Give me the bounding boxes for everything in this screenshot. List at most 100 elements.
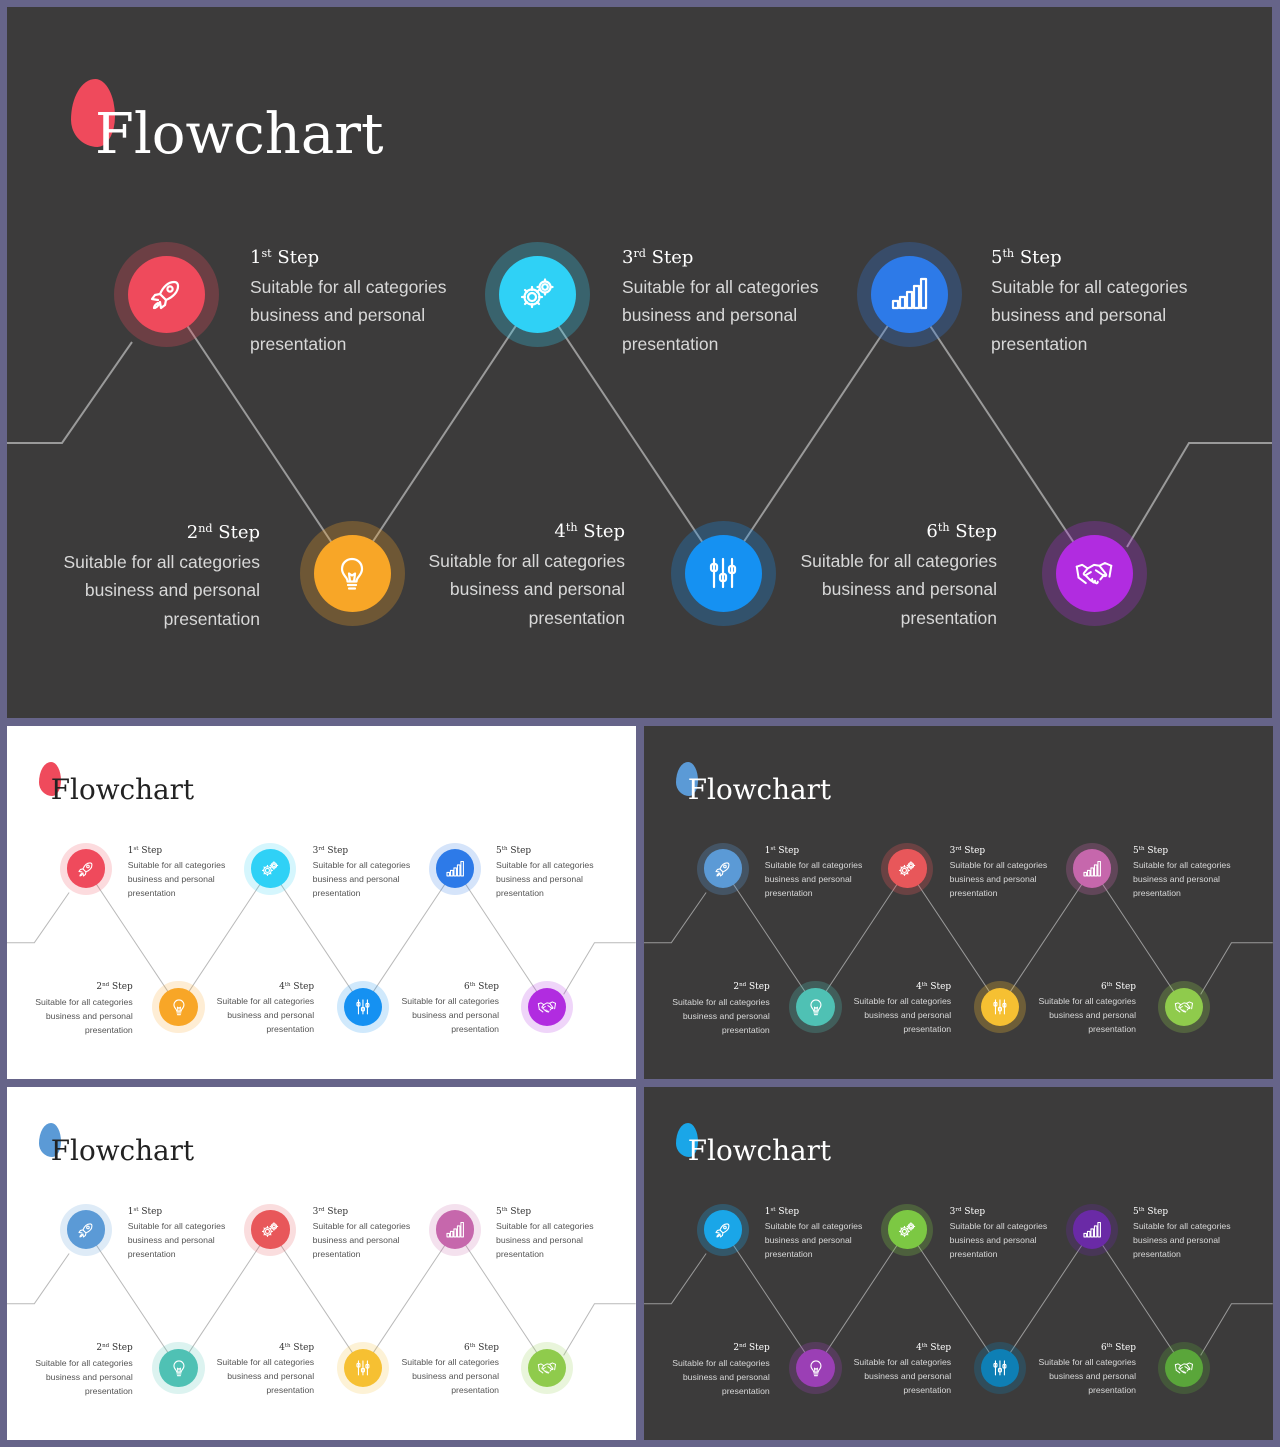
- step-description-line: business and personal: [622, 305, 798, 325]
- step-description-line: presentation: [764, 1249, 813, 1260]
- step-description-line: business and personal: [84, 580, 260, 600]
- rocket-icon: [713, 859, 733, 879]
- step-node-1: [59, 1203, 113, 1256]
- right-lead-line: [1200, 1303, 1273, 1356]
- sliders-icon: [990, 997, 1010, 1017]
- slide-title: Flowchart: [95, 102, 384, 167]
- step-label: Step: [927, 981, 952, 992]
- step-node-2: [789, 1342, 842, 1395]
- step-label: Step: [961, 845, 986, 856]
- step-number: 6: [463, 981, 470, 992]
- step-node-3: [484, 241, 590, 347]
- step-description-line: Suitable for all categories: [250, 276, 447, 297]
- step-node-1: [696, 842, 750, 895]
- step-label: Step: [746, 1343, 770, 1354]
- bar-chart-icon: [445, 1220, 465, 1240]
- step-heading: 5th Step: [496, 1205, 594, 1219]
- step-description-line: business and personal: [682, 1371, 770, 1382]
- step-label: Step: [1112, 981, 1137, 992]
- step-label: Step: [949, 521, 997, 542]
- step-number: 3: [312, 1206, 319, 1217]
- handshake-icon: [537, 997, 557, 1017]
- step-description-line: business and personal: [1133, 1235, 1220, 1246]
- step-ordinal: nd: [102, 1343, 110, 1350]
- step-description-line: presentation: [622, 333, 719, 354]
- step-ordinal: th: [921, 1342, 928, 1349]
- step-description-line: Suitable for all categories: [216, 1357, 315, 1368]
- step-description-line: presentation: [903, 1024, 952, 1035]
- step-description-line: Suitable for all categories: [800, 550, 998, 571]
- step-node-6: [521, 981, 574, 1034]
- step-ordinal: rd: [318, 845, 325, 852]
- step-description-line: business and personal: [412, 1371, 500, 1382]
- step-heading: 6th Step: [1038, 980, 1136, 994]
- step-description-line: Suitable for all categories: [991, 276, 1188, 297]
- step-number: 4: [279, 981, 285, 992]
- step-ordinal: th: [501, 845, 508, 852]
- step-number: 6: [463, 1342, 470, 1353]
- step-heading: 6th Step: [1038, 1341, 1136, 1355]
- step-number: 6: [926, 521, 938, 542]
- step-node-5: [429, 842, 482, 895]
- gears-icon: [897, 1220, 917, 1240]
- step-label: Step: [927, 1342, 952, 1353]
- step-heading: 3rd Step: [950, 844, 1048, 858]
- step-number: 2: [733, 982, 740, 993]
- step-description-line: presentation: [496, 888, 544, 899]
- step-ordinal: th: [1138, 1206, 1145, 1213]
- step-heading: 4th Step: [854, 1341, 952, 1355]
- step-ordinal: rd: [955, 845, 962, 852]
- step-label: Step: [475, 1342, 500, 1353]
- step-heading: 5th Step: [1133, 844, 1231, 858]
- step-description-line: Suitable for all categories: [401, 996, 500, 1007]
- bar-chart-icon: [445, 859, 465, 879]
- right-lead-line: [1200, 942, 1273, 995]
- step-description-line: Suitable for all categories: [949, 859, 1048, 870]
- step-heading: 5th Step: [1133, 1205, 1231, 1219]
- step-description-line: presentation: [127, 888, 176, 899]
- step-description-line: Suitable for all categories: [672, 1357, 770, 1368]
- step-description-line: Suitable for all categories: [672, 996, 770, 1007]
- connector-lines: [7, 292, 1272, 575]
- step-number: 6: [1100, 1342, 1107, 1353]
- step-description-line: presentation: [1088, 1024, 1137, 1035]
- step-node-5: [856, 241, 962, 347]
- step-heading: 1st Step: [128, 844, 226, 858]
- step-label: Step: [212, 522, 260, 543]
- step-node-4: [670, 520, 776, 626]
- zigzag-connector: [722, 867, 1185, 1009]
- step-number: 3: [312, 845, 319, 856]
- step-description-line: presentation: [764, 888, 813, 899]
- step-description-line: Suitable for all categories: [496, 859, 594, 870]
- step-description-line: Suitable for all categories: [853, 1357, 952, 1368]
- step-ordinal: th: [1106, 1342, 1113, 1349]
- step-label: Step: [138, 845, 163, 856]
- step-description-line: business and personal: [764, 1235, 852, 1246]
- handshake-icon: [1174, 997, 1194, 1017]
- lightbulb-icon: [806, 1358, 826, 1378]
- sliders-icon: [353, 997, 373, 1017]
- step-label: Step: [1112, 1342, 1137, 1353]
- step-number: 5: [991, 247, 1003, 268]
- rocket-icon: [76, 1220, 96, 1240]
- step-heading: 2nd Step: [672, 1341, 770, 1355]
- step-description-line: business and personal: [312, 1235, 400, 1246]
- connector-lines: [7, 867, 636, 1009]
- right-lead-line: [1126, 442, 1272, 548]
- step-description-line: presentation: [127, 1249, 176, 1260]
- step-number: 4: [916, 1342, 922, 1353]
- step-heading: 1st Step: [250, 244, 447, 273]
- step-number: 1: [764, 1206, 771, 1217]
- step-description-line: presentation: [991, 333, 1088, 354]
- lightbulb-icon: [332, 553, 372, 593]
